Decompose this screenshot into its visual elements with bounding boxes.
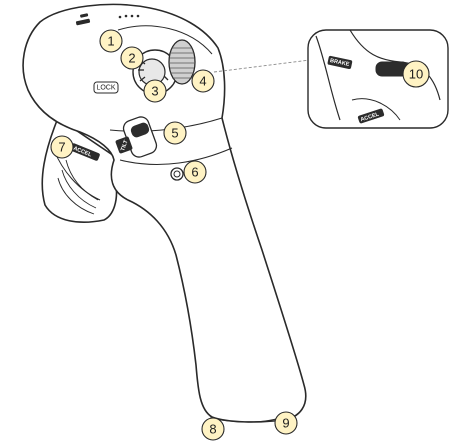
- inset-leader-line: [214, 60, 310, 72]
- callout-10: 10: [403, 61, 429, 87]
- callout-5: 5: [164, 122, 186, 144]
- callout-6-label: 6: [191, 165, 198, 180]
- lock-label: LOCK: [96, 85, 115, 92]
- callout-8: 8: [202, 418, 224, 440]
- callout-7-label: 7: [58, 140, 65, 155]
- callout-6: 6: [184, 161, 206, 183]
- function-button: [171, 168, 183, 180]
- callout-9-label: 9: [282, 416, 289, 431]
- callout-1-label: 1: [107, 34, 114, 49]
- callout-4-label: 4: [199, 74, 206, 89]
- callout-7: 7: [51, 136, 73, 158]
- callout-9: 9: [275, 412, 297, 434]
- callout-10-label: 10: [409, 67, 423, 82]
- thumbwheel: [169, 40, 195, 84]
- callout-4: 4: [192, 70, 214, 92]
- callout-5-label: 5: [171, 126, 178, 141]
- callout-3-label: 3: [151, 84, 158, 99]
- callout-1: 1: [100, 30, 122, 52]
- callout-2-label: 2: [128, 51, 135, 66]
- callout-3: 3: [144, 80, 166, 102]
- callout-2: 2: [121, 47, 143, 69]
- lock-label-plate: LOCK: [94, 82, 118, 93]
- callout-8-label: 8: [209, 422, 216, 437]
